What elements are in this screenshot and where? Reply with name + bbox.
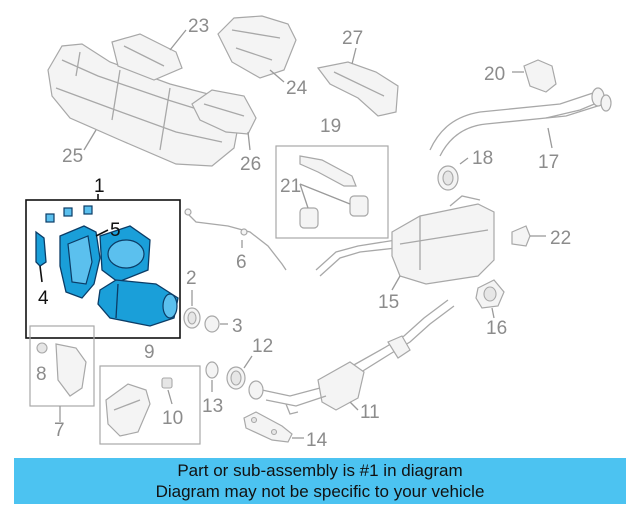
callout-5[interactable]: 5 xyxy=(110,220,121,241)
part-3-ring[interactable] xyxy=(204,315,220,333)
callout-14[interactable]: 14 xyxy=(306,430,328,451)
callout-8[interactable]: 8 xyxy=(36,364,47,385)
leader-11 xyxy=(349,401,359,411)
callout-22[interactable]: 22 xyxy=(550,228,571,249)
leader-10 xyxy=(167,389,173,405)
callout-18[interactable]: 18 xyxy=(472,148,493,169)
leader-27 xyxy=(351,47,357,65)
callout-12[interactable]: 12 xyxy=(252,336,273,357)
callout-11[interactable]: 11 xyxy=(360,402,380,423)
callout-21[interactable]: 21 xyxy=(280,176,301,197)
part-14-bracket[interactable] xyxy=(243,411,293,443)
exhaust-parts-diagram: 25 23 24 27 26 20 17 xyxy=(25,15,612,451)
part-19-hanger-bracket[interactable] xyxy=(299,155,357,187)
callout-10[interactable]: 10 xyxy=(162,408,183,429)
callout-4[interactable]: 4 xyxy=(38,288,49,309)
leader-21 xyxy=(299,183,351,209)
group-box-7 xyxy=(29,325,95,407)
callout-7[interactable]: 7 xyxy=(54,420,65,441)
part-24-heat-shield[interactable] xyxy=(217,15,297,79)
part-5-bolt[interactable] xyxy=(45,205,93,223)
callout-19[interactable]: 19 xyxy=(320,116,341,137)
group-box-9 xyxy=(99,365,201,445)
leader-18 xyxy=(459,157,469,165)
part-8-bracket[interactable] xyxy=(36,342,87,397)
callout-16[interactable]: 16 xyxy=(486,318,507,339)
part-16-clamp[interactable] xyxy=(475,279,505,309)
part-6-pipe[interactable] xyxy=(184,208,287,271)
callout-9[interactable]: 9 xyxy=(144,342,155,363)
part-26-heat-shield[interactable] xyxy=(191,89,257,135)
leader-23 xyxy=(169,29,187,51)
part-15-muffler[interactable] xyxy=(315,195,495,285)
part-10-bolt[interactable] xyxy=(161,377,173,389)
callout-20[interactable]: 20 xyxy=(484,64,505,85)
part-18-clamp[interactable] xyxy=(437,165,459,191)
leader-24 xyxy=(269,69,285,83)
leader-16 xyxy=(491,307,495,319)
callout-6[interactable]: 6 xyxy=(236,252,247,273)
leader-26 xyxy=(247,131,251,151)
part-20-bracket[interactable] xyxy=(523,59,557,93)
callout-17[interactable]: 17 xyxy=(538,152,559,173)
callout-15[interactable]: 15 xyxy=(378,292,399,313)
callout-23[interactable]: 23 xyxy=(188,16,209,37)
part-23-heat-shield[interactable] xyxy=(111,33,183,81)
callout-25[interactable]: 25 xyxy=(62,146,83,167)
leader-17 xyxy=(547,127,553,149)
part-1-catalytic-converter-assembly[interactable] xyxy=(59,225,179,327)
callout-1[interactable]: 1 xyxy=(94,176,105,197)
info-banner: Part or sub-assembly is #1 in diagram Di… xyxy=(14,458,626,504)
part-2-gasket[interactable] xyxy=(183,307,201,329)
part-4-sensor[interactable] xyxy=(35,230,47,283)
leader-25 xyxy=(83,129,97,151)
leader-15 xyxy=(391,275,401,291)
leader-5 xyxy=(95,229,109,237)
callout-26[interactable]: 26 xyxy=(240,154,261,175)
callout-24[interactable]: 24 xyxy=(286,78,308,99)
part-21-insulator[interactable] xyxy=(299,195,369,229)
banner-line-1: Part or sub-assembly is #1 in diagram xyxy=(177,461,463,480)
callout-3[interactable]: 3 xyxy=(232,316,243,337)
part-9-bracket[interactable] xyxy=(105,383,151,437)
banner-line-2: Diagram may not be specific to your vehi… xyxy=(155,482,485,501)
part-22-insulator[interactable] xyxy=(511,225,531,247)
part-11-front-pipe[interactable] xyxy=(248,299,455,415)
part-25-heat-shield[interactable] xyxy=(47,43,241,167)
leader-12 xyxy=(243,355,253,369)
callout-13[interactable]: 13 xyxy=(202,396,223,417)
callout-27[interactable]: 27 xyxy=(342,28,363,49)
part-12-gasket[interactable] xyxy=(226,366,246,390)
group-box-1 xyxy=(25,199,181,339)
part-17-tail-pipe[interactable] xyxy=(429,87,612,157)
part-13-ring[interactable] xyxy=(205,361,219,379)
group-box-19 xyxy=(275,145,389,239)
callout-2[interactable]: 2 xyxy=(186,268,197,289)
part-27-heat-shield[interactable] xyxy=(316,61,399,117)
